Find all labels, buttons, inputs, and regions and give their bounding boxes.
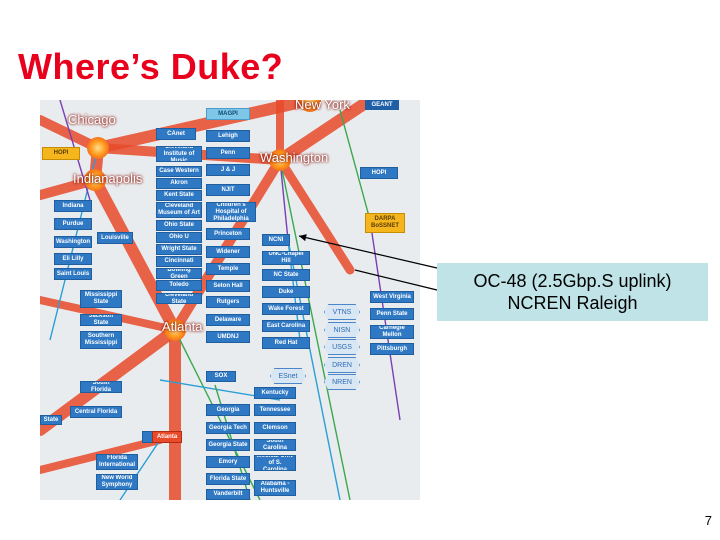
network-diamond: USGS bbox=[324, 339, 360, 355]
callout-line-2: NCREN Raleigh bbox=[507, 293, 638, 313]
node-box: Akron bbox=[156, 178, 202, 189]
node-box: Indiana bbox=[54, 200, 92, 212]
node-box: CAnet bbox=[156, 128, 196, 140]
node-box: Seton Hall bbox=[206, 280, 250, 292]
node-box: Bowling Green bbox=[156, 268, 202, 279]
node-box: Cleveland Museum of Art bbox=[156, 202, 202, 218]
node-box: Duke bbox=[262, 286, 310, 298]
node-box: Ohio State bbox=[156, 220, 202, 231]
node-box: Georgia State bbox=[206, 439, 250, 451]
node-box: SOX bbox=[206, 371, 236, 382]
city-label: Washington bbox=[260, 150, 329, 165]
node-box: NJIT bbox=[206, 184, 250, 196]
node-box: Kentucky bbox=[254, 387, 296, 399]
node-box: DARPA BoSSNET bbox=[365, 213, 405, 233]
node-box: Clemson bbox=[254, 422, 296, 434]
page-number: 7 bbox=[704, 513, 712, 528]
node-box: Central Florida bbox=[70, 406, 122, 418]
node-box: NCNI bbox=[262, 234, 290, 246]
node-box: UNC-Chapel Hill bbox=[262, 251, 310, 265]
node-box: Jackson State bbox=[80, 314, 122, 326]
node-box: Tennessee bbox=[254, 404, 296, 416]
arrow-to-duke bbox=[354, 269, 438, 291]
node-box: Delaware bbox=[206, 314, 250, 326]
node-box: Emory bbox=[206, 456, 250, 468]
node-box: HOPI bbox=[42, 147, 80, 160]
node-box: Georgia Tech bbox=[206, 422, 250, 434]
node-box: Vanderbilt bbox=[206, 489, 250, 500]
node-box: HOPI bbox=[360, 167, 398, 179]
city-label: Atlanta bbox=[162, 319, 203, 334]
newyork-hub-icon bbox=[299, 100, 321, 112]
washington-hub-icon bbox=[269, 149, 291, 171]
node-box: Ohio U bbox=[156, 232, 202, 243]
node-box: Temple bbox=[206, 263, 250, 275]
node-box: East Carolina bbox=[262, 320, 310, 332]
node-box: Medical Univ of S. Carolina bbox=[254, 455, 296, 471]
network-links bbox=[40, 100, 401, 500]
node-box: South Florida bbox=[80, 381, 122, 393]
chicago-hub-icon bbox=[87, 137, 109, 159]
network-map: Chicago Indianapolis Atlanta New York Wa… bbox=[40, 100, 420, 500]
node-box: West Virginia bbox=[370, 291, 414, 303]
node-box: Louisville bbox=[97, 232, 133, 244]
slide-title: Where’s Duke? bbox=[18, 46, 284, 87]
node-box: Purdue bbox=[54, 218, 92, 230]
callout-line-1: OC-48 (2.5Gbp.S uplink) bbox=[473, 271, 672, 291]
node-box: Southern Mississippi bbox=[80, 331, 122, 349]
node-box: Penn State bbox=[370, 308, 414, 320]
node-box: South Carolina bbox=[254, 439, 296, 451]
callout-box: OC-48 (2.5Gbp.S uplink) NCREN Raleigh bbox=[437, 263, 708, 321]
node-box: Cleveland Institute of Music bbox=[156, 146, 202, 162]
node-box: Red Hat bbox=[262, 337, 310, 349]
node-box: Case Western bbox=[156, 166, 202, 177]
node-box: Princeton bbox=[206, 228, 250, 240]
node-box: Widener bbox=[206, 246, 250, 258]
network-diamond: NREN bbox=[324, 374, 360, 390]
network-diamond: VTNS bbox=[324, 304, 360, 320]
node-box: Saint Louis bbox=[54, 268, 92, 280]
node-box: GEANT bbox=[365, 100, 399, 110]
node-box: New World Symphony bbox=[96, 474, 138, 490]
node-box: Wake Forest bbox=[262, 303, 310, 315]
node-box: NC State bbox=[262, 269, 310, 281]
node-box: State bbox=[40, 415, 62, 425]
node-box: Rutgers bbox=[206, 296, 250, 308]
node-box: Atlanta bbox=[152, 431, 182, 443]
node-box: Georgia bbox=[206, 404, 250, 416]
node-box: Washington bbox=[54, 236, 92, 248]
city-label: New York bbox=[295, 100, 350, 112]
node-box: Lehigh bbox=[206, 130, 250, 142]
node-box: Florida International bbox=[96, 454, 138, 470]
node-box: Wright State bbox=[156, 244, 202, 255]
atlanta-hub-icon bbox=[164, 319, 186, 341]
node-box: UMDNJ bbox=[206, 331, 250, 343]
node-box: Pittsburgh bbox=[370, 343, 414, 355]
arrow-to-ncni bbox=[298, 234, 438, 269]
node-box: Eli Lilly bbox=[54, 253, 92, 265]
city-label: Chicago bbox=[68, 112, 116, 127]
node-box: Toledo bbox=[156, 280, 202, 291]
city-label: Indianapolis bbox=[73, 171, 143, 186]
node-box: J & J bbox=[206, 164, 250, 176]
node-box: Alabama - Huntsville bbox=[254, 480, 296, 496]
node-box: Mississippi State bbox=[80, 290, 122, 308]
network-diamond: DREN bbox=[324, 357, 360, 373]
node-box: MAGPI bbox=[206, 108, 250, 120]
node-box: Florida State bbox=[206, 473, 250, 485]
node-box: Children's Hospital of Philadelphia bbox=[206, 202, 256, 222]
network-diamond: NISN bbox=[324, 322, 360, 338]
node-box: Kent State bbox=[156, 190, 202, 201]
node-box: Carnegie Mellon bbox=[370, 325, 414, 339]
node-box: Cleveland State bbox=[156, 293, 202, 304]
node-box: Cincinnati bbox=[156, 256, 202, 267]
indianapolis-hub-icon bbox=[84, 169, 106, 191]
node-box: Penn bbox=[206, 147, 250, 159]
network-diamond: ESnet bbox=[270, 368, 306, 384]
